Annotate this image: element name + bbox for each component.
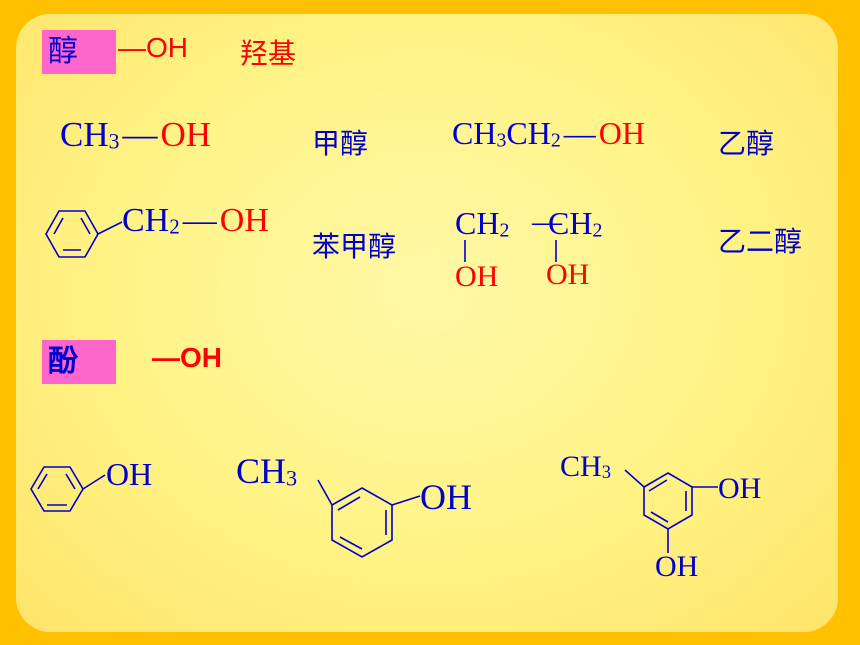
methanol-name: 甲醇 (312, 127, 369, 160)
glycol-ch2-left: CH2 (455, 205, 510, 242)
alcohol-tag: 醇 (42, 30, 116, 74)
glycol-name: 乙二醇 (718, 225, 803, 258)
glycol-bond: — (532, 205, 562, 238)
methanol-ch3: CH3 (60, 115, 120, 154)
hydroxyl-group-name: 羟基 (240, 37, 297, 70)
methanol-oh: OH (160, 115, 212, 154)
benzyl-alcohol-formula: CH2—OH (122, 202, 269, 239)
cresol-oh: OH (420, 477, 472, 517)
slide-panel (16, 14, 838, 632)
orcinol-benzene-ring-icon (624, 469, 718, 553)
glycol-oh-left: OH (455, 260, 499, 293)
phenol-oh: OH (106, 456, 153, 492)
methanol-formula: CH3—OH (60, 115, 212, 154)
benzyl-benzene-ring-icon (45, 210, 123, 258)
orcinol-oh-right: OH (718, 472, 762, 505)
benzyl-ch2: CH2 (122, 202, 180, 239)
alcohol-hydroxyl-group: —OH (118, 32, 188, 63)
phenol-hydroxyl-group: —OH (152, 342, 222, 373)
cresol-ch3: CH3 (236, 451, 298, 491)
phenol-benzene-ring-icon (30, 466, 106, 512)
phenol-tag: 酚 (42, 340, 116, 384)
ethanol-oh: OH (598, 115, 645, 151)
benzyl-alcohol-name: 苯甲醇 (312, 230, 397, 263)
orcinol-oh-bottom: OH (655, 550, 699, 583)
orcinol-ch3: CH3 (560, 450, 611, 484)
ethanol-ch3ch2: CH3CH2 (452, 115, 561, 152)
benzyl-oh: OH (219, 202, 269, 239)
cresol-benzene-ring-icon (317, 479, 421, 558)
ethanol-name: 乙醇 (718, 127, 775, 160)
ethanol-formula: CH3CH2—OH (452, 115, 645, 152)
glycol-oh-right: OH (546, 258, 590, 291)
glycol-ch2-right: CH2 (548, 205, 603, 242)
